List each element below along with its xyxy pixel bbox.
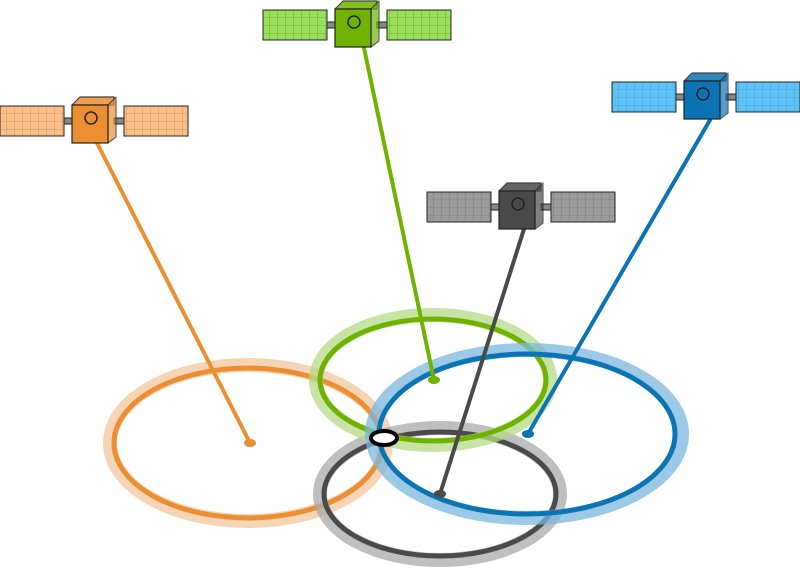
satellite-body-side [534,182,544,230]
solar-panel-grid [124,106,188,136]
gray-ring-halo [313,421,567,567]
orange-signal-line [95,141,252,445]
satellite-lens-icon [347,15,361,29]
satellite-body-side [719,72,729,120]
satellite-body-side [107,96,117,144]
solar-panel-grid [551,192,615,222]
satellite-body-side [370,0,380,48]
satellite-gray-icon [426,182,616,230]
receiver-position-marker [369,429,399,447]
range-rings [103,308,689,567]
satellite-blue-icon [611,72,800,120]
orange-ground-point [244,439,256,447]
satellite-body-top [498,182,542,192]
satellite-green-icon [262,0,452,48]
satellite-body-top [683,72,727,82]
green-signal-line [362,46,436,382]
gray-signal-line [438,227,526,496]
green-ground-point [428,376,440,384]
ground-points [244,376,534,498]
satellite-lens-icon [696,87,710,101]
solar-panel-grid [0,106,64,136]
gray-ground-point [434,490,446,498]
satellite-body-top [71,96,115,106]
blue-signal-line [526,118,712,436]
satellite-lens-icon [511,197,525,211]
satellite-body-top [334,0,378,10]
green-ring [317,316,549,444]
solar-panel-grid [427,192,491,222]
gray-ring [321,429,559,559]
satellite-orange-icon [0,96,189,144]
solar-panel-grid [387,10,451,40]
solar-panel-grid [612,82,676,112]
solar-panel-grid [263,10,327,40]
satellite-lens-icon [84,111,98,125]
solar-panel-grid [736,82,800,112]
blue-ground-point [522,430,534,438]
green-ring-halo [309,308,557,452]
signal-lines [95,46,712,496]
